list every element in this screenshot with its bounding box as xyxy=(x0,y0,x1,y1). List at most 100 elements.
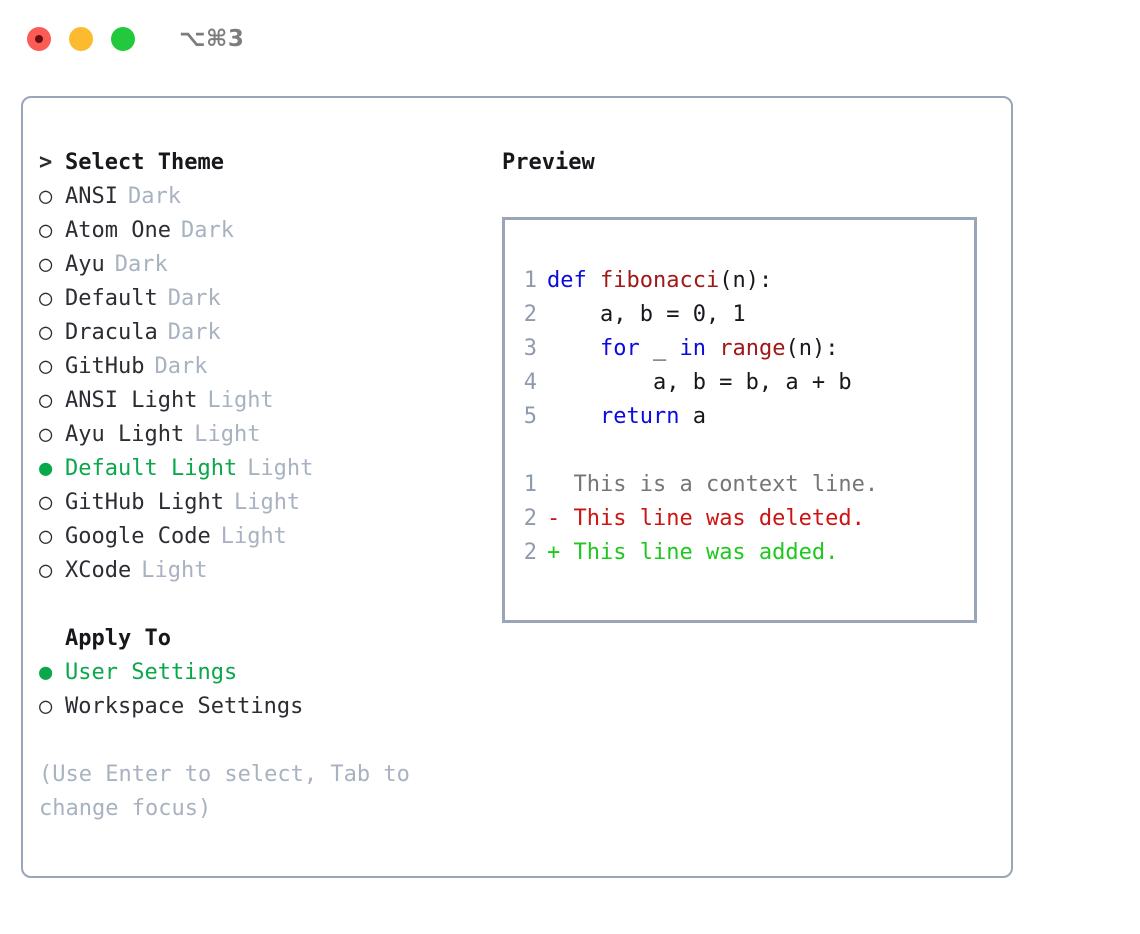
diff-text: This line was deleted. xyxy=(560,506,865,531)
diff-text: This line was added. xyxy=(560,540,839,565)
code-line-number: 3 xyxy=(523,336,537,361)
code-token: fibonacci xyxy=(599,268,720,293)
code-token: (n): xyxy=(785,336,839,361)
diff-line-number: 2 xyxy=(523,506,537,531)
radio-unselected-icon: ○ xyxy=(39,490,53,515)
code-token xyxy=(706,336,719,361)
apply-to-heading: Apply To xyxy=(39,622,479,656)
window-title-shortcut: ⌥⌘3 xyxy=(179,26,245,52)
theme-variant-badge: Light xyxy=(194,422,261,447)
diff-line: 2 + This line was added. xyxy=(517,536,878,570)
theme-variant-badge: Light xyxy=(207,388,274,413)
diff-text: This is a context line. xyxy=(560,472,879,497)
theme-option-label: Dracula xyxy=(65,320,158,345)
radio-selected-icon: ● xyxy=(39,456,53,481)
apply-to-option-user-settings[interactable]: ● User Settings xyxy=(39,656,479,690)
preview-heading: Preview xyxy=(502,150,595,175)
radio-unselected-icon: ○ xyxy=(39,286,53,311)
radio-unselected-icon: ○ xyxy=(39,524,53,549)
theme-option-label: XCode xyxy=(65,558,132,583)
code-line-number: 5 xyxy=(523,404,537,429)
code-blank-line xyxy=(517,434,878,468)
radio-unselected-icon: ○ xyxy=(39,218,53,243)
radio-unselected-icon: ○ xyxy=(39,354,53,379)
theme-option-ayu[interactable]: ○ Ayu Dark xyxy=(39,248,479,282)
code-token: for xyxy=(599,336,640,361)
code-token: a xyxy=(679,404,706,429)
radio-unselected-icon: ○ xyxy=(39,388,53,413)
theme-option-dracula[interactable]: ○ Dracula Dark xyxy=(39,316,479,350)
code-token: _ xyxy=(639,336,680,361)
theme-variant-badge: Light xyxy=(233,490,301,515)
theme-variant-badge: Light xyxy=(247,456,314,481)
diff-sign xyxy=(547,472,560,497)
apply-to-option-workspace-settings[interactable]: ○Workspace Settings xyxy=(39,690,479,724)
window-controls xyxy=(27,27,135,51)
apply-to-option-label: User Settings xyxy=(65,660,238,685)
code-token: return xyxy=(599,404,680,429)
heading-caret-icon: > xyxy=(39,150,53,175)
theme-option-label: GitHub Light xyxy=(65,490,224,515)
diff-sign: + xyxy=(547,540,561,565)
theme-variant-badge: Dark xyxy=(180,218,234,243)
code-line-number: 1 xyxy=(523,268,537,293)
code-token: (n): xyxy=(719,268,773,293)
theme-option-xcode[interactable]: ○ XCode Light xyxy=(39,554,479,588)
close-button-icon[interactable] xyxy=(27,27,51,51)
theme-option-label: Atom One xyxy=(65,218,171,243)
theme-option-github[interactable]: ○ GitHub Dark xyxy=(39,350,479,384)
theme-option-default[interactable]: ○ Default Dark xyxy=(39,282,479,316)
theme-variant-badge: Light xyxy=(220,524,287,549)
theme-option-label: GitHub xyxy=(65,354,145,379)
theme-option-label: Google Code xyxy=(65,524,211,549)
code-line: 5 return a xyxy=(517,400,878,434)
radio-unselected-icon: ○ xyxy=(39,320,53,345)
window-titlebar: ⌥⌘3 xyxy=(0,0,1140,78)
list-spacer xyxy=(39,588,479,622)
theme-option-label: Default Light xyxy=(65,456,238,481)
theme-variant-badge: Dark xyxy=(127,184,181,209)
theme-option-github-light[interactable]: ○ GitHub Light Light xyxy=(39,486,479,520)
theme-option-label: Ayu Light xyxy=(65,422,185,447)
diff-line-number: 1 xyxy=(523,472,537,497)
theme-variant-badge: Light xyxy=(141,558,208,583)
code-token: a, b = 0, 1 xyxy=(547,302,746,327)
theme-variant-badge: Dark xyxy=(114,252,168,277)
theme-option-default-light[interactable]: ● Default Light Light xyxy=(39,452,479,486)
code-token: def xyxy=(547,268,600,293)
theme-option-ansi-light[interactable]: ○ ANSI Light Light xyxy=(39,384,479,418)
theme-variant-badge: Dark xyxy=(154,354,208,379)
diff-line-number: 2 xyxy=(523,540,537,565)
radio-selected-icon: ● xyxy=(39,660,53,685)
theme-option-label: ANSI xyxy=(65,184,118,209)
theme-option-atom-one[interactable]: ○ Atom One Dark xyxy=(39,214,479,248)
theme-option-label: ANSI Light xyxy=(65,388,198,413)
keyboard-hint-text: (Use Enter to select, Tab to change focu… xyxy=(39,762,410,821)
theme-option-google-code[interactable]: ○ Google Code Light xyxy=(39,520,479,554)
radio-unselected-icon: ○ xyxy=(39,558,53,583)
code-line-number: 4 xyxy=(523,370,537,395)
theme-variant-badge: Dark xyxy=(167,320,221,345)
radio-unselected-icon: ○ xyxy=(39,252,53,277)
code-line: 4 a, b = b, a + b xyxy=(517,366,878,400)
diff-line: 1 This is a context line. xyxy=(517,468,878,502)
maximize-button-icon[interactable] xyxy=(111,27,135,51)
theme-variant-badge: Dark xyxy=(167,286,221,311)
code-token: in xyxy=(679,336,706,361)
code-token: range xyxy=(719,336,786,361)
code-token xyxy=(547,404,600,429)
code-line: 2 a, b = 0, 1 xyxy=(517,298,878,332)
minimize-button-icon[interactable] xyxy=(69,27,93,51)
theme-option-label: Default xyxy=(65,286,158,311)
select-theme-heading: > Select Theme xyxy=(39,146,479,180)
code-token: a, b = b, a + b xyxy=(547,370,852,395)
radio-unselected-icon: ○ xyxy=(39,694,53,719)
theme-option-label: Ayu xyxy=(65,252,105,277)
select-theme-heading-label: Select Theme xyxy=(65,150,224,175)
